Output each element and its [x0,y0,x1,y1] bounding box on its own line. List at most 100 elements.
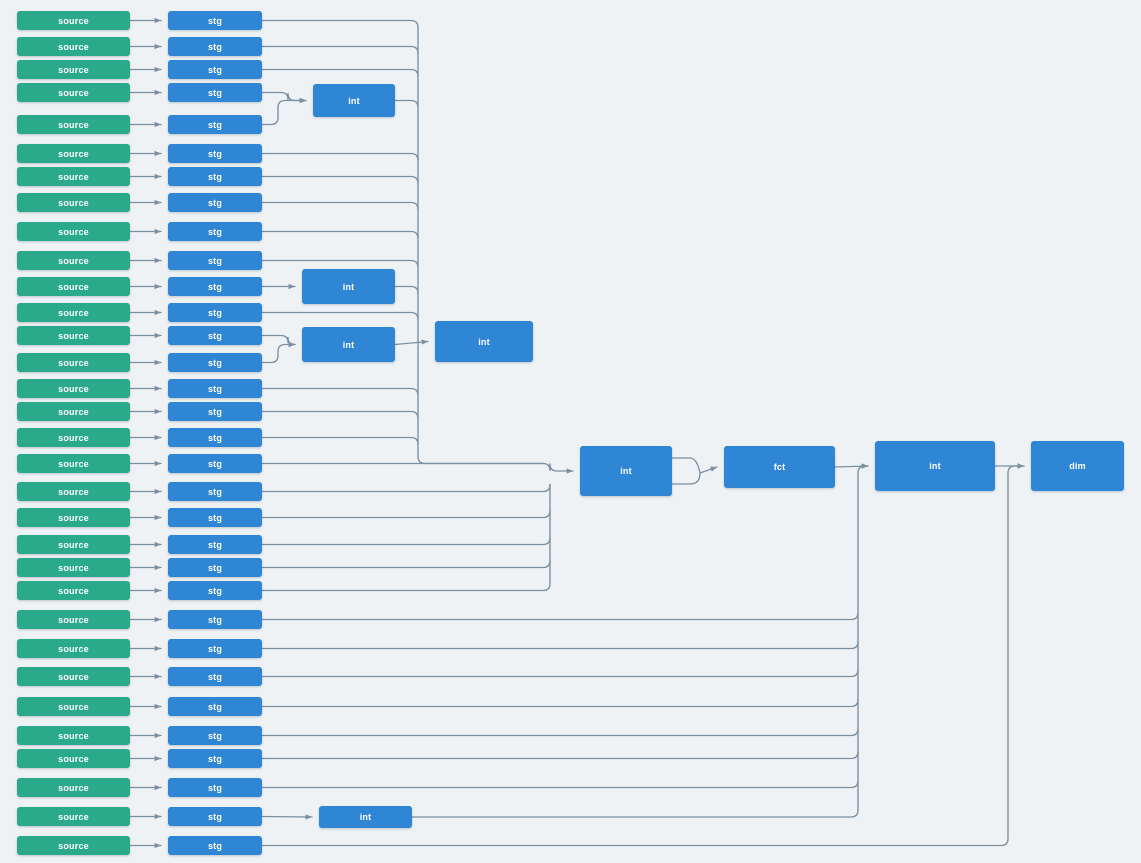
node-source-src20[interactable]: source [17,508,130,527]
node-stg-stg32[interactable]: stg [168,836,262,855]
node-stg-stg19[interactable]: stg [168,482,262,501]
node-int-int4[interactable]: int [435,321,533,362]
node-stg-stg23[interactable]: stg [168,581,262,600]
node-label: source [58,614,89,625]
node-stg-stg12[interactable]: stg [168,303,262,322]
node-source-src11[interactable]: source [17,277,130,296]
node-source-src28[interactable]: source [17,726,130,745]
node-source-src2[interactable]: source [17,37,130,56]
node-stg-stg26[interactable]: stg [168,667,262,686]
node-stg-stg11[interactable]: stg [168,277,262,296]
node-stg-stg24[interactable]: stg [168,610,262,629]
node-stg-stg22[interactable]: stg [168,558,262,577]
node-stg-stg6[interactable]: stg [168,144,262,163]
node-label: stg [207,255,223,266]
edge-path [261,341,296,364]
edge-path [834,463,869,469]
node-stg-stg14[interactable]: stg [168,353,262,372]
edge-path [261,750,859,760]
node-source-src29[interactable]: source [17,749,130,768]
node-label: stg [207,357,223,368]
node-source-src19[interactable]: source [17,482,130,501]
node-label: source [58,643,89,654]
node-label: stg [207,432,223,443]
node-source-src17[interactable]: source [17,428,130,447]
node-source-src31[interactable]: source [17,807,130,826]
node-source-src30[interactable]: source [17,778,130,797]
node-label: stg [207,330,223,341]
node-label: source [58,512,89,523]
node-source-src15[interactable]: source [17,379,130,398]
node-stg-stg15[interactable]: stg [168,379,262,398]
node-source-src4[interactable]: source [17,83,130,102]
node-source-src27[interactable]: source [17,697,130,716]
node-source-src22[interactable]: source [17,558,130,577]
node-stg-stg18[interactable]: stg [168,454,262,473]
node-source-src3[interactable]: source [17,60,130,79]
node-source-src14[interactable]: source [17,353,130,372]
node-int-int7[interactable]: int [319,806,412,828]
node-label: source [58,281,89,292]
node-int-int3[interactable]: int [302,327,395,362]
node-source-src16[interactable]: source [17,402,130,421]
node-stg-stg16[interactable]: stg [168,402,262,421]
node-label: stg [207,782,223,793]
node-source-src26[interactable]: source [17,667,130,686]
node-source-src7[interactable]: source [17,167,130,186]
node-stg-stg3[interactable]: stg [168,60,262,79]
node-source-src13[interactable]: source [17,326,130,345]
node-label: stg [207,458,223,469]
node-label: stg [207,171,223,182]
node-source-src23[interactable]: source [17,581,130,600]
node-stg-stg27[interactable]: stg [168,697,262,716]
node-int-int1[interactable]: int [313,84,395,117]
node-stg-stg4[interactable]: stg [168,83,262,102]
node-source-src25[interactable]: source [17,639,130,658]
node-stg-stg20[interactable]: stg [168,508,262,527]
node-label: source [58,406,89,417]
node-stg-stg10[interactable]: stg [168,251,262,270]
node-fct-fct1[interactable]: fct [724,446,835,488]
node-source-src24[interactable]: source [17,610,130,629]
node-int-int5[interactable]: int [580,446,672,496]
node-stg-stg25[interactable]: stg [168,639,262,658]
node-stg-stg28[interactable]: stg [168,726,262,745]
edge-path [261,698,859,708]
node-label: source [58,432,89,443]
edge-path [261,45,419,55]
node-stg-stg9[interactable]: stg [168,222,262,241]
node-source-src8[interactable]: source [17,193,130,212]
node-source-src12[interactable]: source [17,303,130,322]
node-int-int2[interactable]: int [302,269,395,304]
node-dim-dim1[interactable]: dim [1031,441,1124,491]
node-label: source [58,307,89,318]
node-source-src10[interactable]: source [17,251,130,270]
node-int-int6[interactable]: int [875,441,995,491]
node-stg-stg17[interactable]: stg [168,428,262,447]
node-label: source [58,671,89,682]
node-stg-stg2[interactable]: stg [168,37,262,56]
node-source-src6[interactable]: source [17,144,130,163]
node-stg-stg13[interactable]: stg [168,326,262,345]
node-source-src5[interactable]: source [17,115,130,134]
node-stg-stg5[interactable]: stg [168,115,262,134]
node-stg-stg21[interactable]: stg [168,535,262,554]
node-source-src18[interactable]: source [17,454,130,473]
edge-path [261,814,313,820]
node-source-src32[interactable]: source [17,836,130,855]
node-stg-stg1[interactable]: stg [168,11,262,30]
node-label: source [58,148,89,159]
node-stg-stg29[interactable]: stg [168,749,262,768]
edge-path [261,259,419,269]
node-stg-stg7[interactable]: stg [168,167,262,186]
node-label: source [58,41,89,52]
edge-path [261,509,551,519]
node-label: source [58,811,89,822]
edge-path [542,462,574,474]
node-stg-stg30[interactable]: stg [168,778,262,797]
node-source-src9[interactable]: source [17,222,130,241]
node-source-src21[interactable]: source [17,535,130,554]
node-stg-stg31[interactable]: stg [168,807,262,826]
node-stg-stg8[interactable]: stg [168,193,262,212]
node-source-src1[interactable]: source [17,11,130,30]
